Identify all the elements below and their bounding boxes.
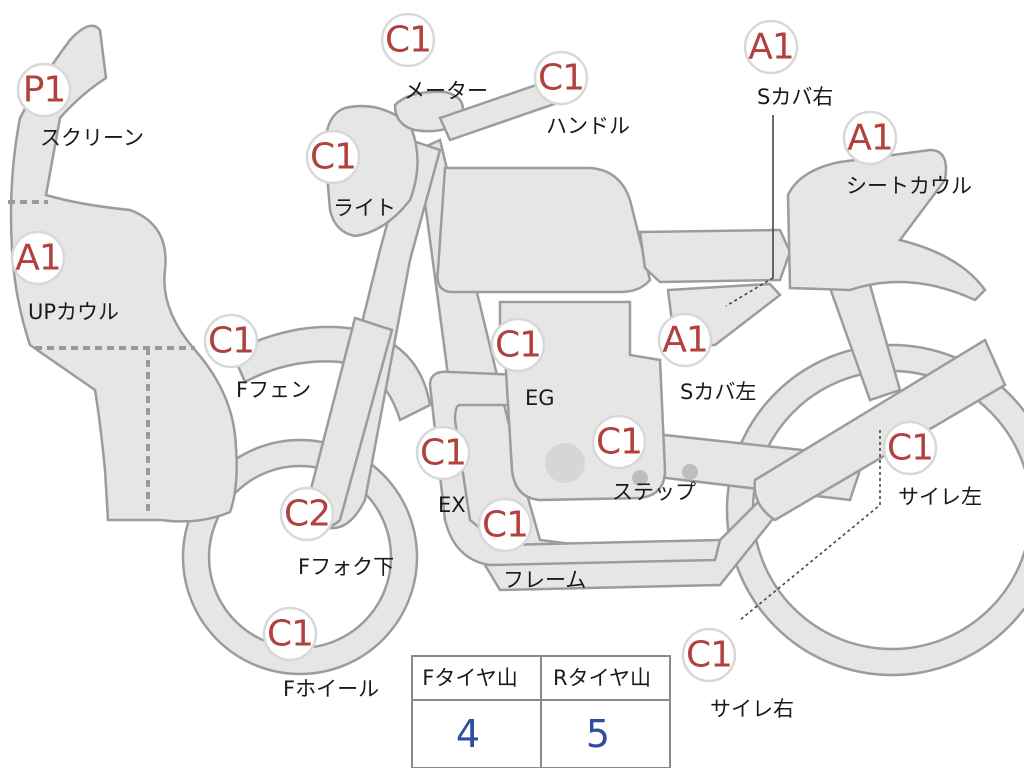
part-label-f-fork-lower: Fフォク下 (298, 555, 394, 579)
part-label-muffler-r: サイレ右 (710, 697, 794, 721)
part-callout-frame: C1 フレーム (477, 497, 586, 592)
part-label-side-cover-r: Sカバ右 (757, 85, 833, 109)
grade-badge-handle (533, 50, 589, 106)
part-label-step: ステップ (612, 480, 696, 504)
grade-code-upper-cowl: A1 (15, 238, 61, 279)
part-callout-screen: P1 スクリーン (16, 62, 144, 150)
grade-badge-light (305, 129, 361, 185)
grade-code-handle: C1 (538, 58, 584, 99)
grade-code-screen: P1 (23, 70, 66, 111)
front-tire-tread-value: 4 (456, 712, 480, 756)
grade-code-muffler-l: C1 (887, 428, 933, 469)
part-label-upper-cowl: UPカウル (28, 300, 119, 324)
grade-badge-step (591, 414, 647, 470)
grade-badge-screen (16, 62, 72, 118)
front-fender-shape (230, 325, 432, 422)
part-label-seat-cowl: シートカウル (846, 174, 972, 198)
leader-lines (725, 115, 881, 621)
tire-tread-table: Fタイヤ山 Rタイヤ山 4 5 (411, 655, 671, 768)
part-callout-meter: C1 メーター (380, 12, 488, 103)
grade-badge-meter (380, 12, 436, 68)
grade-code-f-fender: C1 (208, 321, 254, 362)
fuel-tank-shape (436, 166, 652, 294)
grade-badge-f-fender (203, 313, 259, 369)
part-label-muffler-l: サイレ左 (898, 485, 982, 509)
part-callout-muffler-r: C1 サイレ右 (681, 627, 794, 721)
front-tire-tread-header: Fタイヤ山 (422, 666, 517, 690)
grade-badge-side-cover-r (743, 19, 799, 75)
grade-code-muffler-r: C1 (686, 635, 732, 676)
exhaust-pipe-shape (428, 370, 722, 567)
tail-cowl-shape (786, 148, 987, 302)
grade-code-exhaust: C1 (420, 433, 466, 474)
part-callout-seat-cowl: A1 シートカウル (842, 110, 972, 198)
grade-code-meter: C1 (385, 20, 431, 61)
grade-code-light: C1 (310, 137, 356, 178)
grade-badge-engine (490, 317, 546, 373)
part-label-engine: EG (525, 386, 555, 410)
part-label-f-fender: Fフェン (236, 378, 311, 402)
part-label-f-wheel: Fホイール (283, 677, 379, 701)
part-label-handle: ハンドル (546, 114, 630, 138)
grade-code-step: C1 (596, 422, 642, 463)
grade-code-f-wheel: C1 (267, 614, 313, 655)
part-label-meter: メーター (404, 79, 488, 103)
grade-badge-side-cover-l (657, 312, 713, 368)
grade-code-side-cover-r: A1 (748, 27, 794, 68)
part-label-screen: スクリーン (40, 126, 144, 150)
footpeg-shape (632, 470, 648, 486)
part-label-side-cover-l: Sカバ左 (680, 380, 756, 404)
grade-badge-seat-cowl (842, 110, 898, 166)
rear-tire-tread-value: 5 (586, 712, 610, 756)
grade-code-seat-cowl: A1 (847, 118, 893, 159)
part-callout-step: C1 ステップ (591, 414, 696, 504)
engine-cover-shape (545, 443, 585, 483)
grade-badge-exhaust (415, 425, 471, 481)
grade-badge-upper-cowl (10, 230, 66, 286)
grade-badge-muffler-r (681, 627, 737, 683)
grade-badge-f-fork-lower (279, 486, 335, 542)
upper-cowl-shape (9, 24, 238, 523)
motorcycle-silhouette (8, 24, 1024, 677)
grade-code-frame: C1 (482, 505, 528, 546)
grade-badge-frame (477, 497, 533, 553)
grade-code-engine: C1 (495, 325, 541, 366)
part-label-exhaust: EX (438, 493, 466, 517)
footpeg-shape (682, 464, 698, 480)
grade-code-side-cover-l: A1 (662, 320, 708, 361)
seat-shape (638, 228, 792, 284)
part-callout-handle: C1 ハンドル (533, 50, 630, 138)
part-label-frame: フレーム (503, 568, 586, 592)
grade-badge-f-wheel (262, 606, 318, 662)
rear-tire-tread-header: Rタイヤ山 (553, 666, 651, 690)
part-label-light: ライト (333, 196, 396, 220)
part-callout-muffler-l: C1 サイレ左 (882, 420, 982, 509)
grade-badge-muffler-l (882, 420, 938, 476)
part-callout-light: C1 ライト (305, 129, 396, 220)
grade-code-f-fork-lower: C2 (284, 494, 330, 535)
